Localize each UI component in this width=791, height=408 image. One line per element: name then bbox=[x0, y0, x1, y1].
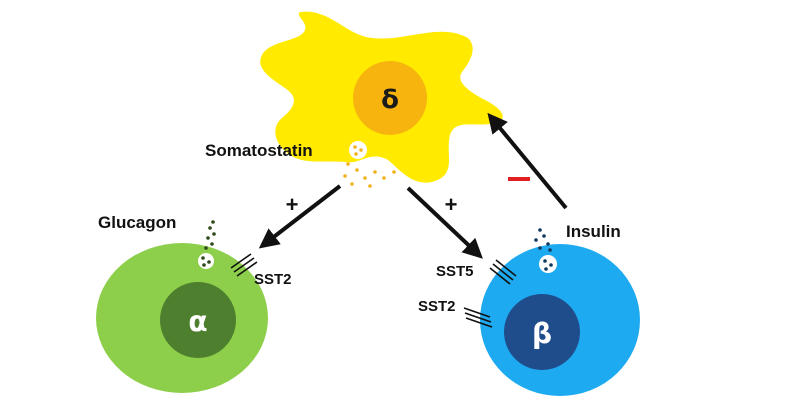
arrow-beta-to-delta bbox=[487, 112, 568, 210]
beta-nucleus bbox=[504, 294, 580, 370]
beta-cell: β bbox=[463, 228, 640, 396]
somatostatin-vesicle bbox=[349, 141, 367, 159]
plus-sign-alpha: + bbox=[286, 192, 299, 217]
beta-symbol: β bbox=[532, 317, 552, 350]
delta-nucleus bbox=[353, 61, 427, 135]
alpha-sst2-label: SST2 bbox=[254, 271, 292, 288]
beta-sst2-label: SST2 bbox=[418, 298, 456, 315]
beta-sst5-receptor bbox=[489, 259, 517, 285]
beta-sst5-label: SST5 bbox=[436, 263, 474, 280]
alpha-cell: α bbox=[96, 220, 268, 393]
somatostatin-granules bbox=[343, 145, 396, 188]
plus-sign-beta: + bbox=[445, 192, 458, 217]
glucagon-granules bbox=[201, 220, 216, 267]
glucagon-label: Glucagon bbox=[98, 213, 176, 232]
delta-symbol: δ bbox=[381, 85, 399, 115]
insulin-label: Insulin bbox=[566, 222, 621, 241]
alpha-nucleus bbox=[160, 282, 236, 358]
beta-sst2-receptor bbox=[463, 307, 493, 328]
alpha-symbol: α bbox=[188, 305, 207, 338]
delta-cell: δ bbox=[260, 11, 503, 188]
arrow-delta-to-beta bbox=[406, 186, 483, 259]
alpha-sst2-receptor bbox=[230, 253, 258, 277]
somatostatin-label: Somatostatin bbox=[205, 141, 313, 160]
minus-sign-delta bbox=[508, 177, 530, 181]
insulin-vesicle bbox=[539, 255, 557, 273]
insulin-granules bbox=[534, 228, 553, 271]
arrow-delta-to-alpha bbox=[258, 184, 342, 249]
glucagon-vesicle bbox=[198, 253, 214, 269]
